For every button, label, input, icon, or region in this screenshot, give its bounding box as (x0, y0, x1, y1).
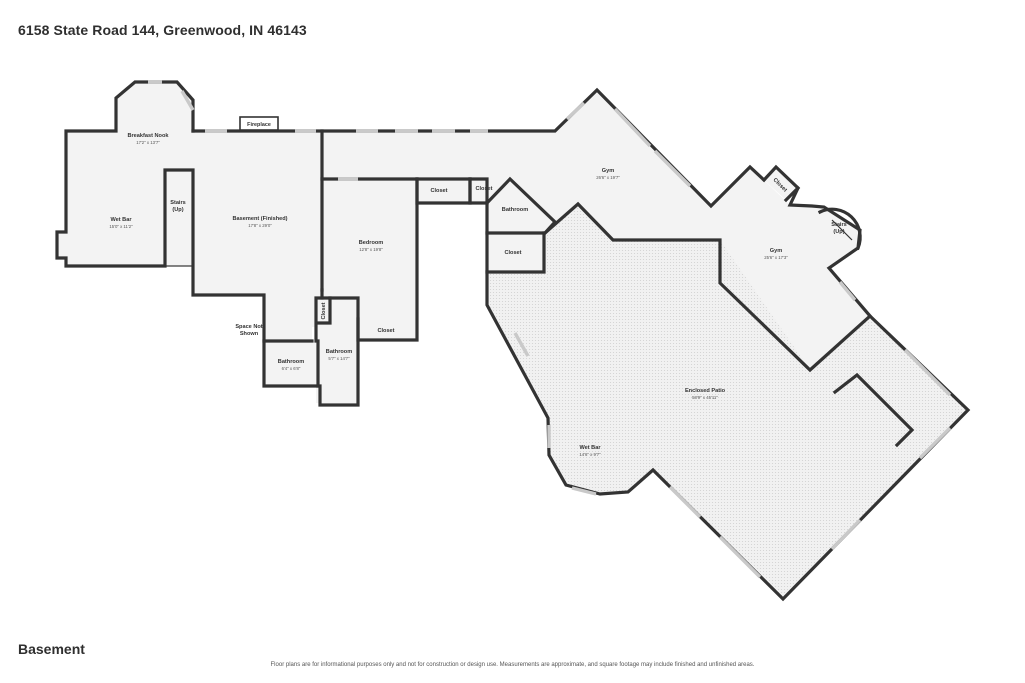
breakfast-nook-label: Breakfast Nook (127, 133, 169, 139)
wet-bar-left-dim: 15'0" x 11'2" (109, 224, 133, 229)
stairs-right-label-up: (Up) (833, 229, 844, 235)
room-labels: Breakfast Nook 17'2" x 13'7" Fireplace W… (109, 122, 846, 457)
enclosed-patio-floor (486, 204, 968, 599)
fireplace-label: Fireplace (247, 122, 271, 128)
breakfast-nook-dim: 17'2" x 13'7" (136, 140, 160, 145)
page-title: 6158 State Road 144, Greenwood, IN 46143 (18, 22, 307, 38)
enclosed-patio-label: Enclosed Patio (685, 388, 726, 394)
wet-bar-left-label: Wet Bar (110, 217, 132, 223)
gym-2-dim: 25'6" x 17'3" (764, 255, 788, 260)
windows (148, 80, 952, 579)
wet-bar-right-label: Wet Bar (579, 445, 601, 451)
gym-2-label: Gym (770, 248, 782, 254)
space-not-shown-label-2: Shown (240, 331, 259, 337)
bathroom-right-label: Bathroom (502, 207, 528, 213)
disclaimer: Floor plans are for informational purpos… (270, 662, 755, 668)
closet-c-label: Closet (504, 250, 521, 256)
bathroom-2-dim: 5'7" x 14'7" (328, 356, 350, 361)
bedroom-dim: 12'8" x 19'8" (359, 247, 383, 252)
closet-a-label: Closet (430, 188, 447, 194)
stairs-left-label: Stairs (170, 200, 186, 206)
basement-dim: 17'8" x 29'0" (248, 223, 272, 228)
basement-label: Basement (Finished) (232, 216, 287, 222)
bathroom-1-dim: 6'4" x 6'8" (282, 366, 301, 371)
floor-label: Basement (18, 641, 85, 657)
bathroom-1-label: Bathroom (278, 359, 304, 365)
closet-d-label: Closet (321, 302, 327, 319)
gym-1-label: Gym (602, 168, 614, 174)
space-not-shown-label-1: Space Not (235, 324, 262, 330)
enclosed-patio-dim: 58'9" x 45'11" (692, 395, 718, 400)
gym-1-dim: 26'6" x 19'7" (596, 175, 620, 180)
bedroom-label: Bedroom (359, 240, 384, 246)
stairs-right-label: Stairs (831, 222, 847, 228)
closet-b-label: Closet (475, 186, 492, 192)
wet-bar-right-dim: 14'6" x 9'7" (579, 452, 601, 457)
walls (55, 80, 971, 602)
closet-e-label: Closet (377, 328, 394, 334)
stairs-left-label-up: (Up) (172, 207, 183, 213)
bathroom-2-label: Bathroom (326, 349, 352, 355)
